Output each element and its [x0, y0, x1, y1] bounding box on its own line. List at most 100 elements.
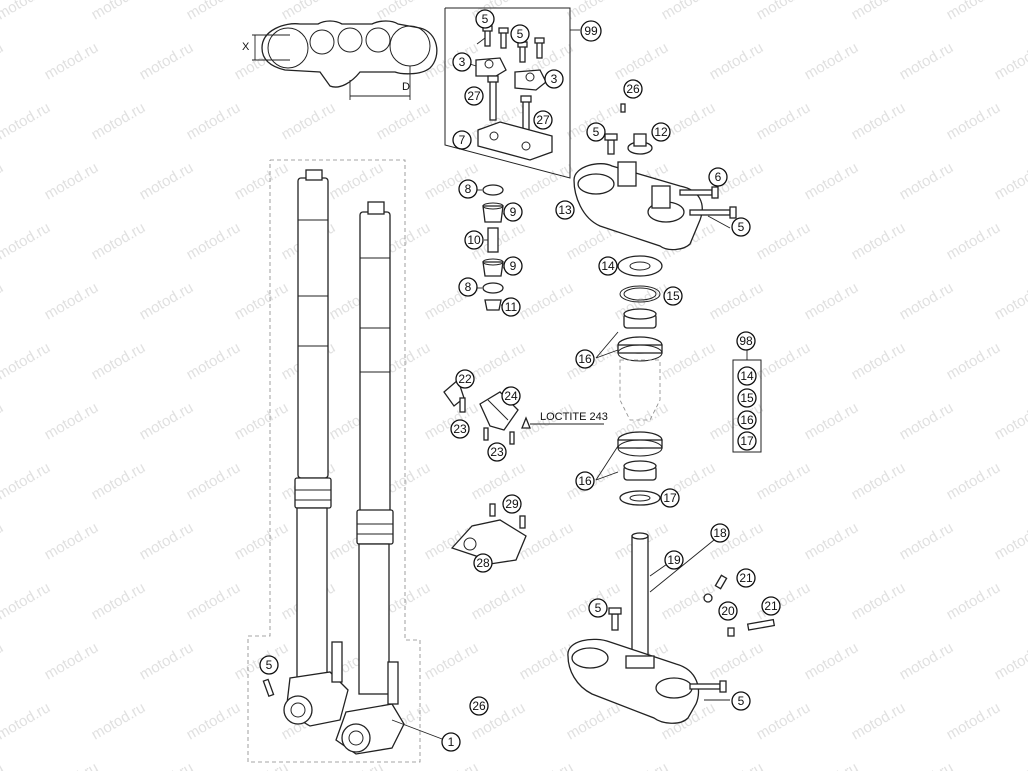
svg-text:3: 3 [459, 55, 466, 69]
svg-text:17: 17 [740, 434, 754, 448]
watermark-text: motod.ru [42, 159, 102, 203]
svg-text:9: 9 [510, 205, 517, 219]
watermark-text: motod.ru [802, 279, 862, 323]
svg-text:9: 9 [510, 259, 517, 273]
watermark-text: motod.ru [279, 0, 339, 23]
callout-27: 27 [533, 110, 553, 130]
watermark-text: motod.ru [754, 0, 814, 23]
svg-text:21: 21 [764, 599, 778, 613]
watermark-text: motod.ru [42, 759, 102, 771]
watermark-text: motod.ru [992, 759, 1028, 771]
watermark-text: motod.ru [564, 0, 624, 23]
watermark-text: motod.ru [517, 639, 577, 683]
callout-7: 7 [452, 130, 472, 150]
watermark-text: motod.ru [944, 0, 1004, 23]
callout-13: 13 [555, 200, 575, 220]
watermark-text: motod.ru [232, 759, 292, 771]
watermark-text: motod.ru [422, 399, 482, 443]
watermark-text: motod.ru [0, 699, 53, 743]
watermark-text: motod.ru [232, 399, 292, 443]
svg-text:28: 28 [476, 556, 490, 570]
svg-text:14: 14 [740, 369, 754, 383]
callout-26: 26 [623, 79, 643, 99]
callout-15: 15 [737, 388, 757, 408]
svg-text:5: 5 [738, 694, 745, 708]
callout-5: 5 [475, 9, 495, 29]
watermark-text: motod.ru [564, 699, 624, 743]
watermark-text: motod.ru [0, 279, 6, 323]
callout-23: 23 [450, 419, 470, 439]
watermark-text: motod.ru [849, 219, 909, 263]
callout-8: 8 [458, 277, 478, 297]
watermark-text: motod.ru [137, 39, 197, 83]
watermark-text: motod.ru [897, 279, 957, 323]
svg-text:15: 15 [740, 391, 754, 405]
watermark-text: motod.ru [0, 399, 6, 443]
watermark-text: motod.ru [0, 0, 53, 23]
callout-23: 23 [487, 442, 507, 462]
watermark-text: motod.ru [754, 579, 814, 623]
callout-5: 5 [588, 598, 608, 618]
callout-12: 12 [651, 122, 671, 142]
svg-text:29: 29 [505, 497, 519, 511]
svg-text:21: 21 [739, 571, 753, 585]
watermark-text: motod.ru [184, 579, 244, 623]
svg-text:20: 20 [721, 604, 735, 618]
svg-text:16: 16 [578, 352, 592, 366]
watermark-text: motod.ru [849, 459, 909, 503]
callout-27: 27 [464, 86, 484, 106]
svg-text:5: 5 [595, 601, 602, 615]
watermark-text: motod.ru [992, 279, 1028, 323]
watermark-text: motod.ru [469, 579, 529, 623]
watermark-text: motod.ru [374, 99, 434, 143]
watermark-text: motod.ru [89, 699, 149, 743]
callout-5: 5 [731, 691, 751, 711]
watermark-text: motod.ru [849, 99, 909, 143]
watermark-text: motod.ru [897, 39, 957, 83]
watermark-text: motod.ru [992, 39, 1028, 83]
callout-28: 28 [473, 553, 493, 573]
watermark-text: motod.ru [327, 159, 387, 203]
watermark-text: motod.ru [897, 519, 957, 563]
watermark-text: motod.ru [184, 0, 244, 23]
svg-text:26: 26 [626, 82, 640, 96]
watermark-text: motod.ru [42, 279, 102, 323]
svg-text:5: 5 [517, 27, 524, 41]
callout-15: 15 [663, 286, 683, 306]
bearing-kit-box [732, 350, 762, 453]
svg-text:16: 16 [578, 474, 592, 488]
watermark-text: motod.ru [184, 699, 244, 743]
callout-8: 8 [458, 179, 478, 199]
watermark-text: motod.ru [42, 39, 102, 83]
watermark-text: motod.ru [42, 639, 102, 683]
watermark-text: motod.ru [944, 459, 1004, 503]
watermark-text: motod.ru [612, 39, 672, 83]
watermark-text: motod.ru [754, 339, 814, 383]
callout-9: 9 [503, 256, 523, 276]
watermark-text: motod.ru [469, 339, 529, 383]
watermark-text: motod.ru [89, 219, 149, 263]
watermark-text: motod.ru [707, 279, 767, 323]
watermark-text: motod.ru [89, 339, 149, 383]
watermark-text: motod.ru [802, 759, 862, 771]
watermark-text: motod.ru [707, 639, 767, 683]
watermark-text: motod.ru [754, 99, 814, 143]
svg-text:14: 14 [601, 259, 615, 273]
svg-text:27: 27 [536, 113, 550, 127]
watermark-text: motod.ru [659, 339, 719, 383]
watermark-text: motod.ru [944, 99, 1004, 143]
watermark-text: motod.ru [327, 759, 387, 771]
watermark-text: motod.ru [944, 579, 1004, 623]
watermark-text: motod.ru [42, 519, 102, 563]
svg-text:5: 5 [482, 12, 489, 26]
watermark-text: motod.ru [849, 339, 909, 383]
svg-text:18: 18 [713, 526, 727, 540]
watermark-text: motod.ru [802, 639, 862, 683]
svg-text:23: 23 [453, 422, 467, 436]
callout-16: 16 [737, 410, 757, 430]
callout-1: 1 [441, 732, 461, 752]
upper-triple-clamp [573, 103, 737, 251]
watermark-text: motod.ru [0, 99, 53, 143]
watermark-text: motod.ru [992, 159, 1028, 203]
